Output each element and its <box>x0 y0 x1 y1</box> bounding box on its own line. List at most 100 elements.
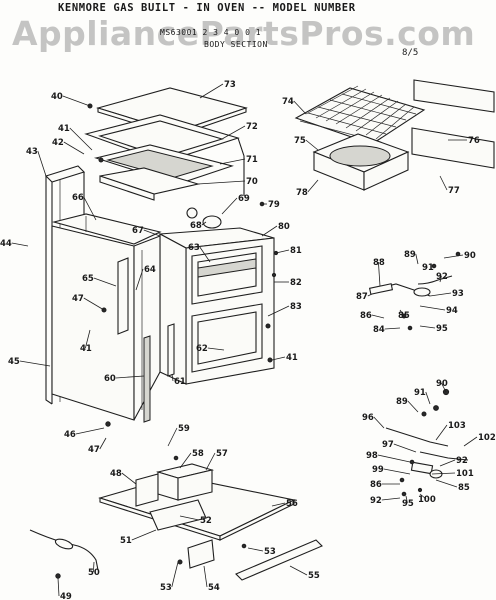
leader-line <box>57 577 60 597</box>
part-number-label: 56 <box>286 499 298 509</box>
leader-line <box>407 400 419 413</box>
model-number: MS63001 2 3 4 0 0 1 <box>160 28 262 37</box>
watermark: AppliancePartsPros.com <box>12 14 476 53</box>
leader-line <box>378 261 381 287</box>
part-number-label: 100 <box>418 495 436 505</box>
leader-line <box>441 382 447 393</box>
section-name: BODY SECTION <box>204 40 268 49</box>
part-number-label: 80 <box>278 222 290 232</box>
part-number-label: 41 <box>80 344 92 354</box>
part-number-label: 89 <box>396 397 408 407</box>
leader-line <box>85 329 91 349</box>
part-number-label: 49 <box>60 592 72 600</box>
part-number-label: 76 <box>468 136 480 146</box>
part-number-label: 91 <box>422 263 434 273</box>
leader-line <box>135 268 144 291</box>
leader-line <box>93 277 117 287</box>
leader-line <box>201 221 207 226</box>
leader-line <box>419 493 427 500</box>
leader-line <box>167 427 178 447</box>
part-number-label: 67 <box>132 226 144 236</box>
part-number-label: 103 <box>448 421 466 431</box>
part-number-label: 85 <box>398 311 410 321</box>
leader-line <box>179 515 200 521</box>
part-number-label: 93 <box>452 289 464 299</box>
leader-line <box>199 83 224 99</box>
leader-line <box>207 347 225 351</box>
part-number-label: 63 <box>188 243 200 253</box>
leader-line <box>221 197 238 215</box>
part-number-label: 60 <box>104 374 116 384</box>
leader-line <box>439 275 442 283</box>
leader-line <box>83 297 105 311</box>
part-number-label: 84 <box>373 325 385 335</box>
leader-line <box>19 360 51 367</box>
leader-line <box>381 497 401 501</box>
leader-line <box>171 561 179 588</box>
leader-line <box>37 150 47 177</box>
leader-line <box>439 459 456 467</box>
part-number-label: 42 <box>52 138 64 148</box>
part-number-label: 41 <box>58 124 70 134</box>
part-number-label: 43 <box>26 147 38 157</box>
leader-line <box>367 293 373 297</box>
part-number-label: 54 <box>208 583 220 593</box>
leader-line <box>415 253 419 265</box>
outer-cabinet <box>29 103 323 581</box>
leader-line <box>419 325 436 329</box>
diagram-title: KENMORE GAS BUILT - IN OVEN -- MODEL NUM… <box>58 2 356 14</box>
part-number-label: 47 <box>88 445 100 455</box>
part-number-label: 64 <box>144 265 156 275</box>
valve-assembly-lower <box>385 388 469 497</box>
leader-line <box>419 305 446 311</box>
part-number-label: 51 <box>120 536 132 546</box>
part-number-label: 73 <box>224 80 236 90</box>
part-number-label: 61 <box>174 377 186 387</box>
page-number: 8/5 <box>402 48 419 58</box>
vent-70 <box>99 167 201 201</box>
part-number-label: 50 <box>88 568 100 578</box>
leader-line <box>11 242 29 247</box>
part-number-label: 79 <box>268 200 280 210</box>
part-number-label: 52 <box>200 516 212 526</box>
part-number-label: 83 <box>290 302 302 312</box>
part-number-label: 65 <box>82 274 94 284</box>
rack-assembly <box>294 79 495 191</box>
part-number-label: 98 <box>366 451 378 461</box>
part-number-label: 82 <box>290 278 302 288</box>
part-number-label: 102 <box>478 433 496 443</box>
leader-line <box>393 443 417 453</box>
leader-line <box>197 180 246 185</box>
leader-line <box>439 175 448 191</box>
leader-line <box>431 472 456 475</box>
leader-line <box>62 95 91 107</box>
leader-line <box>425 391 431 405</box>
part-number-label: 86 <box>370 480 382 490</box>
leader-line <box>271 356 286 361</box>
part-number-label: 96 <box>362 413 374 423</box>
part-number-label: 91 <box>414 388 426 398</box>
part-number-label: 48 <box>110 469 122 479</box>
leader-line <box>377 454 411 463</box>
part-number-label: 86 <box>360 311 372 321</box>
leader-line <box>131 529 157 541</box>
leader-line <box>247 547 264 552</box>
leader-line <box>371 314 385 319</box>
part-number-label: 53 <box>160 583 172 593</box>
part-number-label: 77 <box>448 186 460 196</box>
part-number-label: 46 <box>64 430 76 440</box>
leader-line <box>425 266 428 269</box>
leader-line <box>429 292 452 297</box>
part-number-label: 62 <box>196 344 208 354</box>
part-number-label: 53 <box>264 547 276 557</box>
leader-lines <box>11 83 478 597</box>
part-number-label: 59 <box>178 424 190 434</box>
leader-line <box>221 125 246 140</box>
leader-line <box>384 327 401 330</box>
leader-line <box>199 246 211 263</box>
part-number-label: 68 <box>190 221 202 231</box>
part-number-label: 47 <box>72 294 84 304</box>
leader-line <box>435 424 448 441</box>
